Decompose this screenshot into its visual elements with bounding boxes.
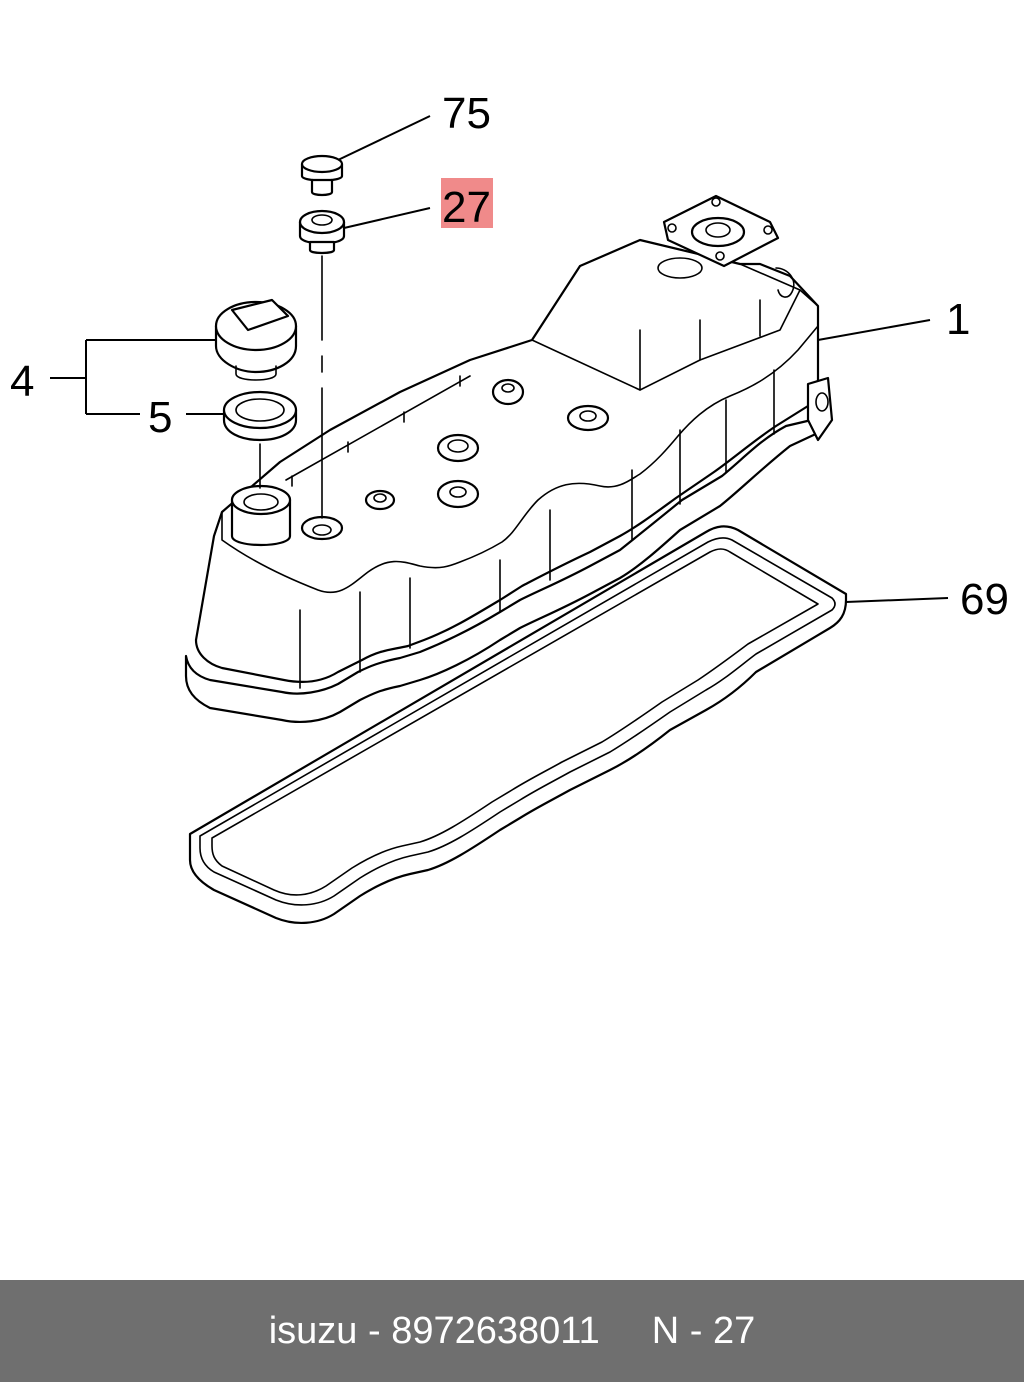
callout-4[interactable]: 4 [10, 357, 34, 406]
filler-o-ring [222, 390, 298, 442]
cover-gasket [188, 525, 848, 924]
parts-diagram: 75 27 1 4 5 69 [10, 89, 1009, 924]
oil-filler-cap [214, 298, 298, 381]
callout-69[interactable]: 69 [960, 575, 1009, 624]
footer-page-ref: N - 27 [651, 1309, 756, 1352]
callout-5[interactable]: 5 [148, 393, 172, 442]
callout-1[interactable]: 1 [946, 295, 970, 344]
footer-bar: isuzu - 8972638011 N - 27 [0, 1280, 1024, 1382]
cover-grommet [298, 209, 346, 255]
footer-separator: - [357, 1309, 392, 1352]
cylinder-head-cover [184, 194, 834, 723]
assembly-lines [259, 255, 323, 519]
footer-brand: isuzu [268, 1309, 358, 1352]
callout-27-highlight [441, 178, 493, 228]
callout-27[interactable]: 27 [442, 183, 491, 232]
footer-part-number: 8972638011 [391, 1309, 600, 1352]
callout-75[interactable]: 75 [442, 89, 491, 138]
leader-lines [50, 115, 949, 603]
cover-bolt [300, 154, 344, 197]
